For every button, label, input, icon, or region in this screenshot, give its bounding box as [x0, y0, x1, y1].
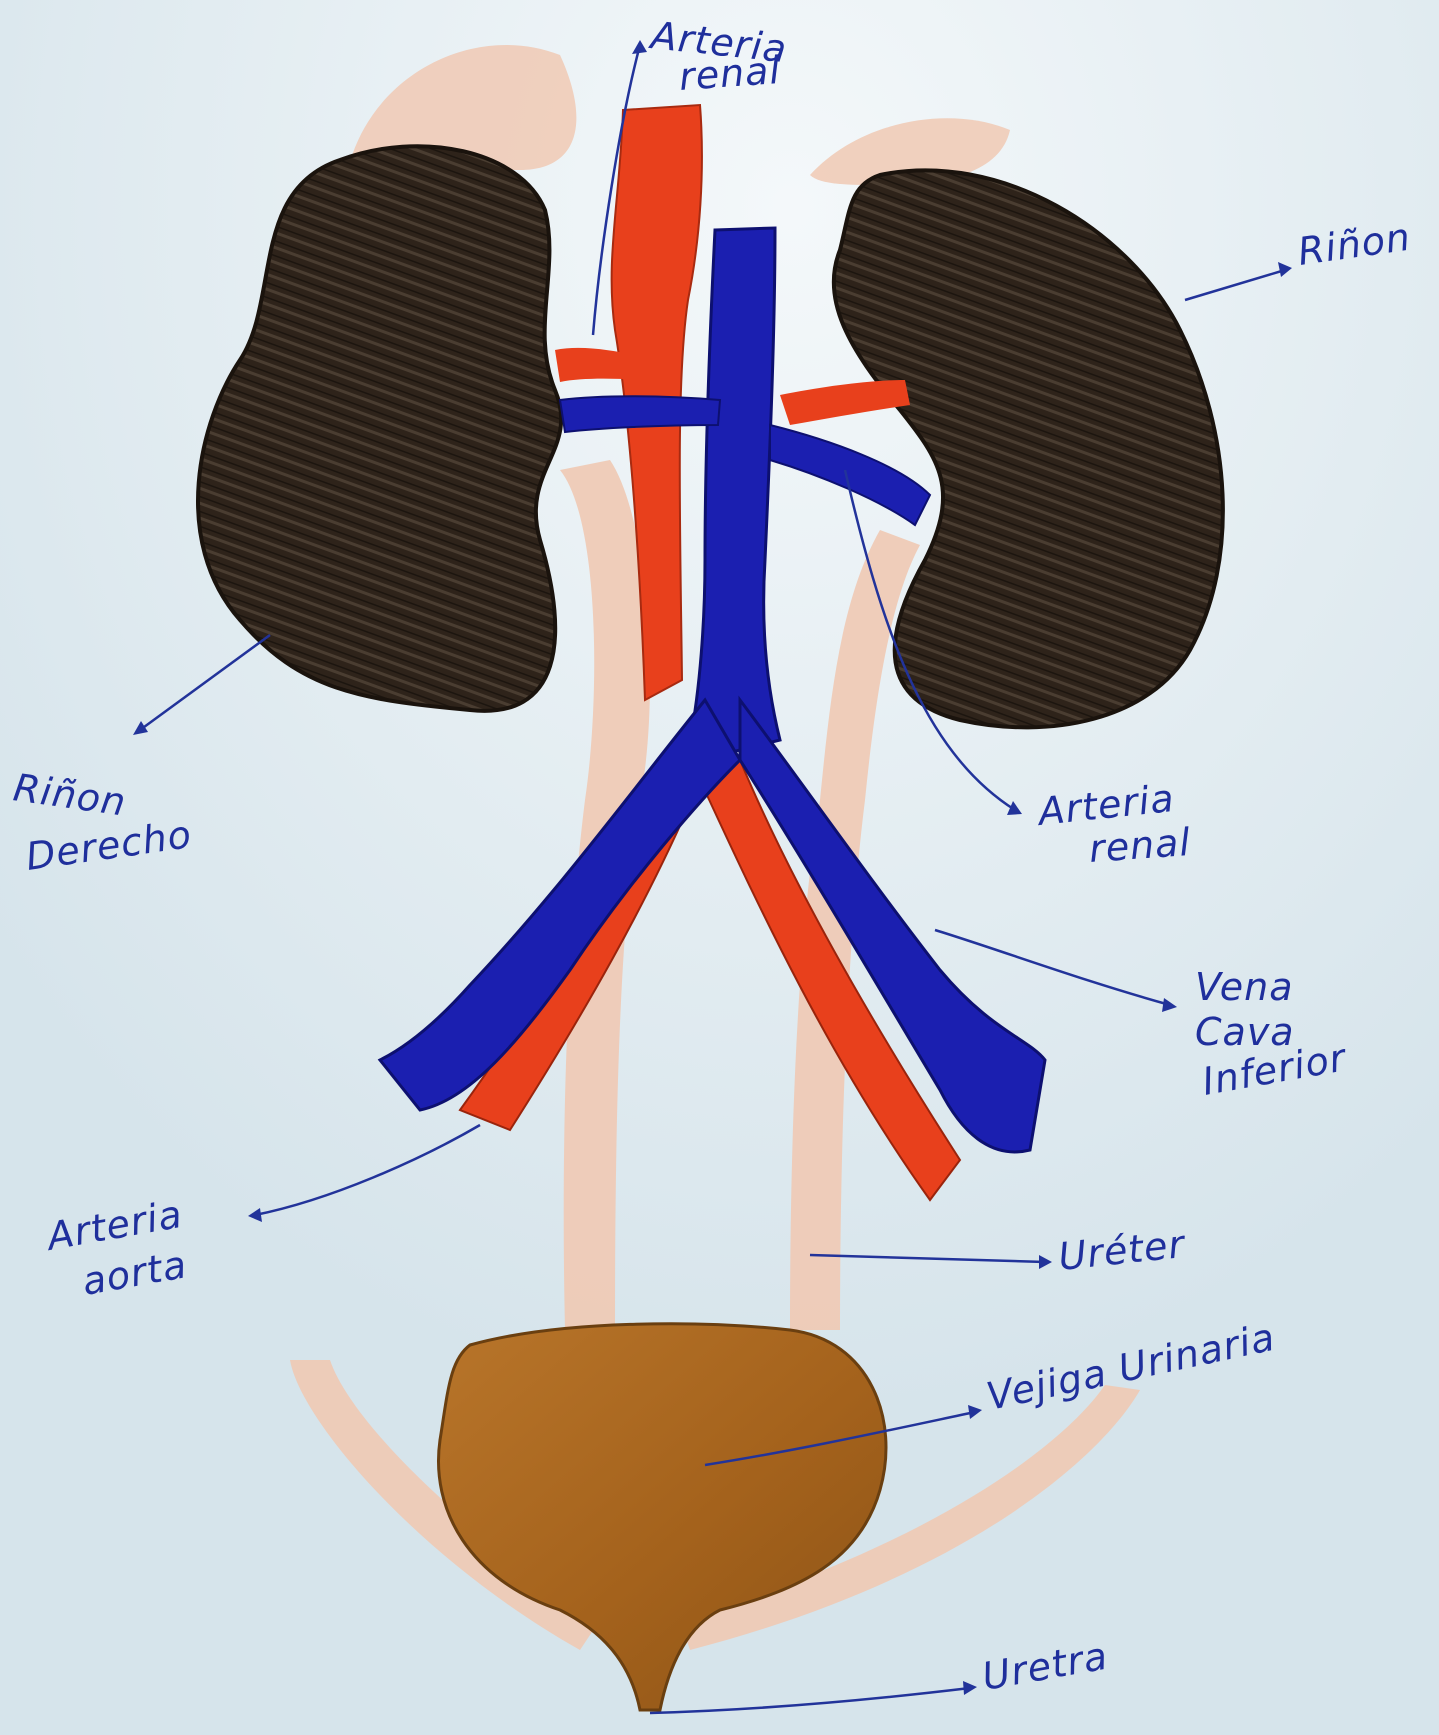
- label-arteria-renal-top-line2: renal: [678, 48, 783, 99]
- label-arteria-renal-right-line2: renal: [1088, 820, 1193, 871]
- label-vena-cava-line1: Vena: [1195, 965, 1294, 1009]
